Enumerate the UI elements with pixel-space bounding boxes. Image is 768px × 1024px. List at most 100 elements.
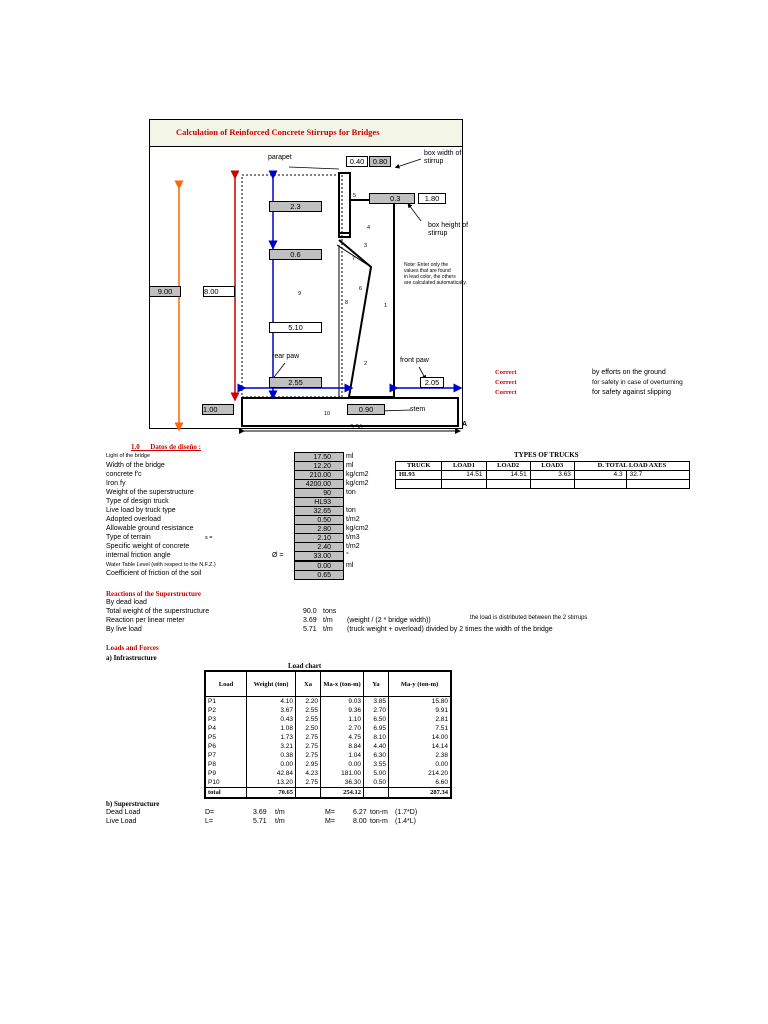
design-unit: t/m2 (346, 516, 360, 523)
super-factor: (1.4*L) (395, 818, 417, 825)
super-unit: t/m (275, 818, 285, 825)
load-header: Ma-y (ton-m) (388, 670, 452, 697)
load-total-cell: total (204, 787, 247, 798)
design-value-input[interactable]: 0.65 (294, 570, 344, 580)
reaction-unit: t/m (323, 626, 333, 633)
truck-cell: 14.51 (485, 470, 531, 480)
load-chart-title: Load chart (288, 662, 322, 670)
upper-height-box[interactable]: 2.3 (269, 201, 322, 212)
footing-shape (241, 397, 459, 427)
seat-width-2-box: 1.80 (418, 193, 446, 204)
parapet-shape (338, 172, 351, 234)
truck-name-cell: HL93 (394, 470, 443, 480)
design-unit: kg/cm2 (346, 480, 369, 487)
truck-cell (625, 479, 691, 489)
design-unit: kg/cm2 (346, 525, 369, 532)
super-msym: M= (325, 818, 335, 825)
lower-height-box: 5.10 (269, 322, 322, 333)
load-cell: 2.95 (295, 760, 321, 769)
design-label: Allowable ground resistance (106, 525, 194, 532)
section-number: 8 (345, 300, 349, 306)
input-note: Note: Enter only the values that are fou… (404, 262, 467, 286)
reaction-unit: tons (323, 608, 337, 615)
load-name-cell: P10 (204, 778, 247, 788)
rear-paw-label: rear paw (272, 353, 300, 360)
base-width-value: 5.50 (350, 424, 363, 431)
super-factor: (1.7*D) (395, 809, 418, 816)
load-cell: 1.10 (320, 715, 364, 724)
design-label: Live load by truck type (106, 507, 176, 514)
box-width-label: box width of stirrup (424, 150, 462, 165)
load-cell: 4.40 (363, 742, 389, 751)
section-number: 3 (364, 243, 368, 249)
load-name-cell: P7 (204, 751, 247, 760)
stem-base-box[interactable]: 0.90 (347, 404, 385, 415)
footing-height-box[interactable]: 1.00 (202, 404, 234, 415)
terrain-symbol: s = (205, 535, 213, 541)
load-cell: 4.75 (320, 733, 364, 742)
truck-cell (573, 479, 627, 489)
load-cell: 9.03 (320, 696, 364, 706)
load-cell: 2.70 (320, 724, 364, 733)
load-cell: 1.73 (246, 733, 296, 742)
design-label: Coefficient of friction of the soil (106, 570, 202, 577)
table-row (394, 479, 691, 489)
mid-height-box[interactable]: 0.6 (269, 249, 322, 260)
reaction-unit: t/m (323, 617, 333, 624)
load-cell: 0.00 (388, 760, 452, 769)
trucks-header: LOAD2 (485, 461, 531, 471)
section-number: 9 (298, 291, 302, 297)
load-cell: 1.08 (246, 724, 296, 733)
total-height-box[interactable]: 9.00 (149, 286, 181, 297)
load-cell: 1.04 (320, 751, 364, 760)
page-title: Calculation of Reinforced Concrete Stirr… (176, 127, 380, 137)
dead-load-label: By dead load (106, 599, 147, 606)
load-cell: 2.55 (295, 715, 321, 724)
load-total-cell: 287.34 (388, 787, 452, 798)
trucks-header: D. TOTAL LOAD AXES (573, 461, 691, 471)
status-result: Correct (495, 369, 517, 376)
seat-width-1-box[interactable]: 0.3 (369, 193, 415, 204)
design-unit: ° (346, 552, 349, 559)
load-cell: 36.30 (320, 778, 364, 788)
section-number: 4 (367, 225, 371, 231)
load-header: Ya (363, 670, 389, 697)
loads-heading: Loads and Forces (106, 644, 159, 652)
load-cell: 2.55 (295, 706, 321, 715)
load-total-cell (363, 787, 389, 798)
design-unit: ton (346, 489, 356, 496)
truck-cell (529, 479, 575, 489)
trucks-header: LOAD3 (529, 461, 575, 471)
table-row: HL93 14.51 14.51 3.63 4.3 32.7 (394, 470, 691, 480)
load-cell: 6.60 (388, 778, 452, 788)
load-cell: 2.50 (295, 724, 321, 733)
abutment-drawing (174, 158, 463, 434)
load-cell: 9.36 (320, 706, 364, 715)
design-unit: ml (346, 462, 354, 469)
design-unit: ton (346, 507, 356, 514)
trucks-header: LOAD1 (441, 461, 487, 471)
load-cell: 0.50 (363, 778, 389, 788)
super-mval: 6.27 (353, 809, 367, 816)
load-cell: 3.67 (246, 706, 296, 715)
stem-height-box: 8.00 (203, 286, 235, 297)
top-width-2-box[interactable]: 0.80 (369, 156, 391, 167)
trucks-title: TYPES OF TRUCKS (514, 451, 579, 459)
reaction-label: By live load (106, 626, 142, 633)
load-cell: 4.23 (295, 769, 321, 778)
truck-cell (485, 479, 531, 489)
reaction-value: 5.71 (303, 626, 317, 633)
load-total-cell: 254.12 (320, 787, 364, 798)
front-paw-box: 2.05 (420, 377, 444, 388)
load-cell: 181.00 (320, 769, 364, 778)
superstructure-heading: b) Superstructure (106, 800, 160, 808)
section-number: 5 (353, 193, 357, 199)
super-mval: 8.00 (353, 818, 367, 825)
design-value-input[interactable]: 33.00 (294, 551, 344, 561)
rear-paw-box[interactable]: 2.55 (269, 377, 322, 388)
load-header: Load (204, 670, 247, 697)
